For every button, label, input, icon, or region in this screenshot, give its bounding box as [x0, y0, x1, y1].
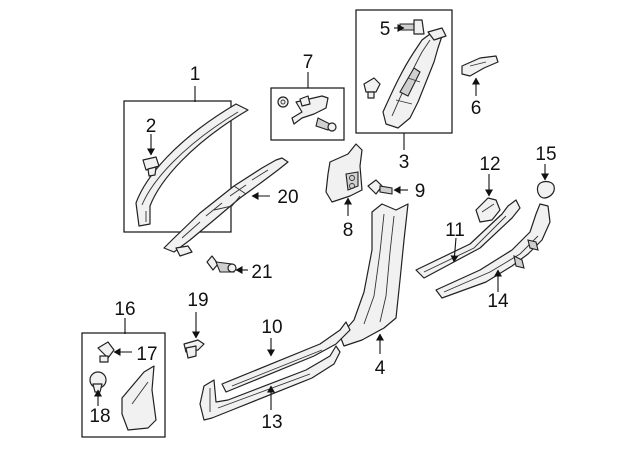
callout-11: 11 — [445, 220, 465, 241]
cap-part-15 — [536, 180, 555, 199]
b-pillar-upper-trim-part-3 — [382, 27, 447, 129]
scuff-plate-part-10 — [221, 321, 351, 393]
bolt-part-21 — [206, 255, 237, 273]
callout-16: 16 — [114, 299, 135, 320]
callout-12: 12 — [479, 154, 500, 175]
clip-part-12 — [475, 197, 501, 223]
clip-part-2 — [142, 156, 160, 177]
callout-17: 17 — [136, 344, 157, 365]
callout-9: 9 — [415, 181, 426, 202]
callout-10: 10 — [261, 317, 282, 338]
clip-part-19 — [183, 339, 205, 359]
callout-8: 8 — [343, 220, 354, 241]
bracket-part-8 — [325, 143, 363, 203]
rear-scuff-plate-part-11 — [415, 199, 521, 279]
callout-19: 19 — [187, 290, 208, 311]
callout-13: 13 — [261, 412, 282, 433]
callout-4: 4 — [375, 358, 386, 379]
callout-6: 6 — [471, 98, 482, 119]
callout-2: 2 — [146, 116, 157, 137]
clip-part-3a — [363, 77, 381, 99]
clip-part-18 — [89, 371, 107, 393]
group-box-16 — [81, 332, 166, 438]
leader-lines — [94, 24, 549, 410]
bracket-part-20 — [163, 157, 289, 257]
cover-panel-part-16 — [121, 365, 157, 431]
callout-18: 18 — [89, 406, 110, 427]
group-box-1 — [123, 100, 232, 233]
bolt-part-9 — [367, 179, 393, 195]
callout-1: 1 — [190, 64, 201, 85]
b-pillar-lower-trim-part-4 — [339, 203, 409, 347]
callout-21: 21 — [251, 262, 272, 283]
callout-14: 14 — [487, 291, 509, 312]
callout-20: 20 — [277, 187, 298, 208]
callout-15: 15 — [535, 144, 556, 165]
callout-7: 7 — [303, 52, 314, 73]
rear-sill-trim-part-14 — [435, 203, 551, 299]
sill-trim-part-13 — [199, 345, 341, 421]
clip-part-17 — [97, 341, 115, 363]
clip-part-6 — [461, 55, 499, 77]
bracket-part-7 — [277, 95, 337, 132]
callout-5: 5 — [380, 19, 391, 40]
callout-3: 3 — [399, 152, 410, 173]
screw-part-5 — [399, 19, 425, 35]
